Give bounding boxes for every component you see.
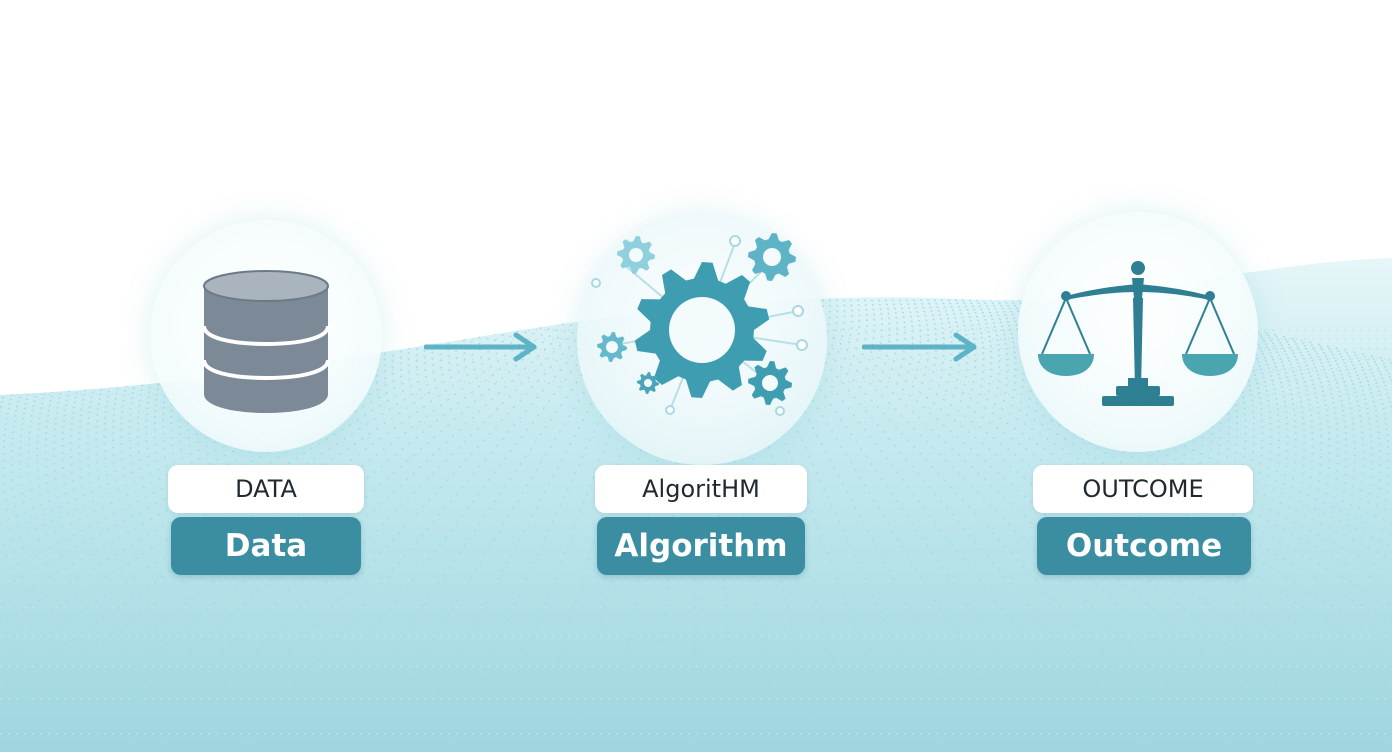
database-icon — [202, 270, 330, 413]
arrow-right-icon — [424, 332, 537, 362]
gear-main-hole — [669, 297, 735, 363]
scale-icon — [1038, 261, 1238, 406]
gear-bottom-left-hole — [644, 379, 652, 387]
algorithm-label-caps: AlgoritHM — [595, 465, 807, 513]
gear-top-right-hole — [763, 248, 781, 266]
data-label: Data — [171, 517, 361, 575]
algorithm-label: Algorithm — [597, 517, 805, 575]
gear-left-hole — [606, 341, 618, 353]
outcome-label: Outcome — [1037, 517, 1251, 575]
gear-icon — [591, 233, 808, 416]
gear-bottom-right-hole — [762, 375, 778, 391]
gear-top-left-hole — [629, 248, 643, 262]
outcome-label-caps: OUTCOME — [1033, 465, 1253, 513]
data-label-caps: DATA — [168, 465, 364, 513]
arrow-right-icon — [862, 332, 977, 362]
